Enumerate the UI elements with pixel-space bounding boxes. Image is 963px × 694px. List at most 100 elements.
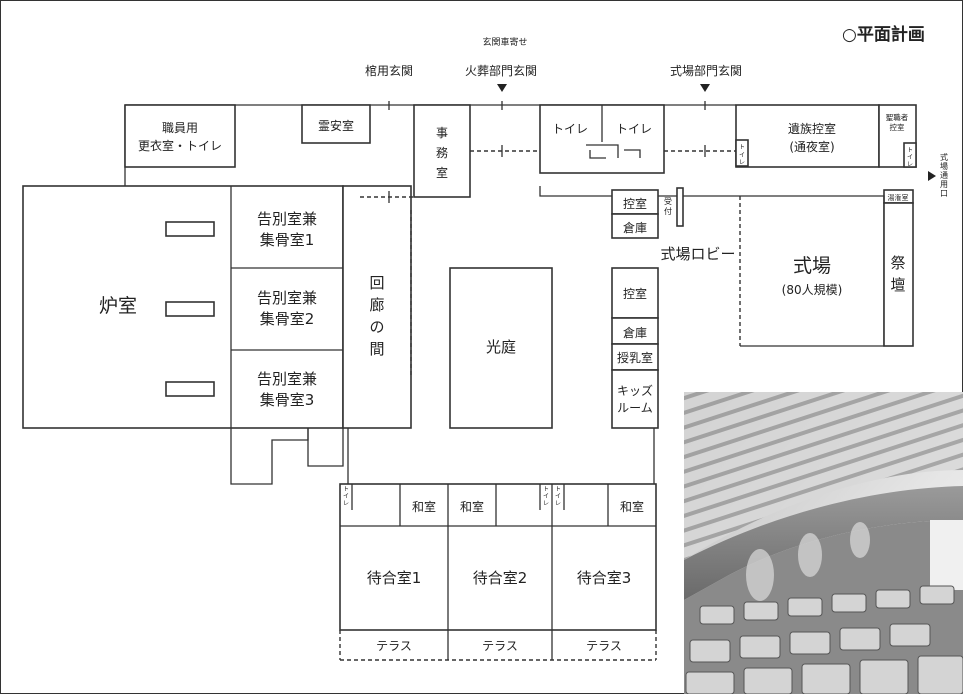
photo-wall <box>684 486 963 600</box>
car-approach-label: 玄関車寄せ <box>482 36 527 48</box>
service-entrance-label-5: 口 <box>940 189 948 198</box>
office-label-2: 務 <box>436 146 448 160</box>
kids-room-label-1: キッズ <box>617 383 653 398</box>
lobby-north-wall <box>539 186 740 197</box>
wait-toilet-3-label-2: イ <box>555 493 561 500</box>
storage-room-1-label: 倉庫 <box>623 220 647 235</box>
corridor-label-1: 回 <box>369 274 384 292</box>
corridor-label-2: 廊 <box>369 296 384 314</box>
photo-ceiling-slats <box>684 392 963 560</box>
furnace-room-label: 炉室 <box>99 295 137 317</box>
family-room-toilet <box>735 139 749 167</box>
terrace-3-label: テラス <box>586 639 622 653</box>
altar-label-2: 壇 <box>890 276 905 294</box>
nursing-room-label: 授乳室 <box>617 350 653 365</box>
furnace-annex-right <box>307 428 344 467</box>
farewell-room-2-label-1: 告別室兼 <box>257 289 317 307</box>
mortuary-room <box>301 104 371 144</box>
family-waiting-room <box>735 104 880 168</box>
wait-toilet-2-label-1: ト <box>543 486 549 493</box>
office-label-3: 室 <box>436 165 448 180</box>
storage-room-2-label: 倉庫 <box>623 325 647 340</box>
office-room <box>413 104 471 198</box>
family-toilet-label-2: イ <box>739 152 745 159</box>
furnace-annex-left <box>230 428 309 485</box>
photo-light-1 <box>746 549 774 601</box>
photo-light-3 <box>850 522 870 558</box>
waiting-rooms-block <box>339 483 657 631</box>
corridor-gallery <box>342 185 412 429</box>
clergy-toilet <box>903 142 917 168</box>
clergy-toilet-label-3: レ <box>907 161 913 168</box>
toilet-label-left: トイレ <box>552 122 588 136</box>
farewell-room-3-label-1: 告別室兼 <box>257 370 317 388</box>
toilet-partition-1 <box>586 144 619 158</box>
family-toilet-label-3: レ <box>739 159 745 166</box>
photo-light-2 <box>798 533 822 577</box>
wait-toilet-1-label-1: ト <box>343 486 349 493</box>
courtyard-label: 光庭 <box>486 338 516 356</box>
service-entrance-arrow-icon <box>928 171 936 181</box>
farewell-room-3-label-2: 集骨室3 <box>260 391 315 409</box>
washitsu-2-label: 和室 <box>460 499 484 514</box>
service-entrance-label-4: 用 <box>940 180 948 189</box>
wait-toilet-1-label-2: イ <box>343 493 349 500</box>
farewell-room-2-label-2: 集骨室2 <box>260 310 315 328</box>
clergy-toilet-label-1: ト <box>907 147 913 154</box>
furnace-unit-2 <box>165 301 215 317</box>
waiting-room-small-label: 控室 <box>623 196 647 211</box>
furnace-unit-1 <box>165 221 215 237</box>
waiting-room-2-label: 控室 <box>623 286 647 301</box>
family-room-label-1: 遺族控室 <box>788 121 836 136</box>
farewell-room-1-label-2: 集骨室1 <box>260 231 315 249</box>
wait-toilet-3-label-3: レ <box>555 500 561 507</box>
washitsu-1-label: 和室 <box>412 499 436 514</box>
coffin-entrance-label: 棺用玄関 <box>365 63 413 78</box>
storage-room-1 <box>611 213 659 239</box>
toilet-partition-3 <box>624 149 641 158</box>
ceremony-entrance-label: 式場部門玄関 <box>670 63 742 78</box>
wait-toilet-2-label-2: イ <box>543 493 549 500</box>
wait-toilet-1-label-3: レ <box>343 500 349 507</box>
ceremony-hall-label-1: 式場 <box>793 255 831 277</box>
wait-toilet-2-label-3: レ <box>543 500 549 507</box>
lobby-label: 式場ロビー <box>660 245 735 263</box>
light-courtyard <box>449 267 553 429</box>
reception-label-2: 付 <box>664 206 672 216</box>
ceremony-hall-photo <box>684 392 963 694</box>
reception-counter <box>676 187 684 227</box>
reception-label-1: 受 <box>664 196 672 206</box>
waiting-room-2-label: 待合室2 <box>473 569 528 587</box>
toilet-label-right: トイレ <box>616 122 652 136</box>
photo-chairs <box>685 585 963 694</box>
cremation-entrance-label: 火葬部門玄関 <box>465 63 537 78</box>
family-toilet-label-1: ト <box>739 144 745 151</box>
staff-room-label-1: 職員用 <box>162 121 198 135</box>
service-entrance-label-3: 通 <box>940 170 948 180</box>
office-label-1: 事 <box>436 126 448 140</box>
washitsu-3-label: 和室 <box>620 499 644 514</box>
corridor-label-4: 間 <box>369 340 384 358</box>
photo-doorway <box>930 520 963 590</box>
ceremony-hall-label-2: (80人規模) <box>782 282 843 297</box>
washing-room-label: 湯潅室 <box>888 193 909 202</box>
furnace-unit-3 <box>165 381 215 397</box>
clergy-label-1: 聖職者 <box>886 113 909 122</box>
mortuary-label: 霊安室 <box>318 118 354 133</box>
farewell-room-1-label-1: 告別室兼 <box>257 210 317 228</box>
page-title: ○平面計画 <box>842 24 925 45</box>
waiting-room-1-label: 待合室1 <box>367 569 422 587</box>
altar-label-1: 祭 <box>890 254 905 272</box>
terrace-2-label: テラス <box>482 639 518 653</box>
family-room-label-2: (通夜室) <box>789 139 834 154</box>
toilet-partition-2 <box>589 150 606 159</box>
terrace-1-label: テラス <box>376 639 412 653</box>
clergy-label-2: 控室 <box>890 122 905 132</box>
kids-room <box>611 369 659 429</box>
waiting-room-3-label: 待合室3 <box>577 569 632 587</box>
staff-room <box>124 104 236 168</box>
cremation-entrance-arrow-icon <box>497 84 507 92</box>
altar <box>883 202 914 347</box>
